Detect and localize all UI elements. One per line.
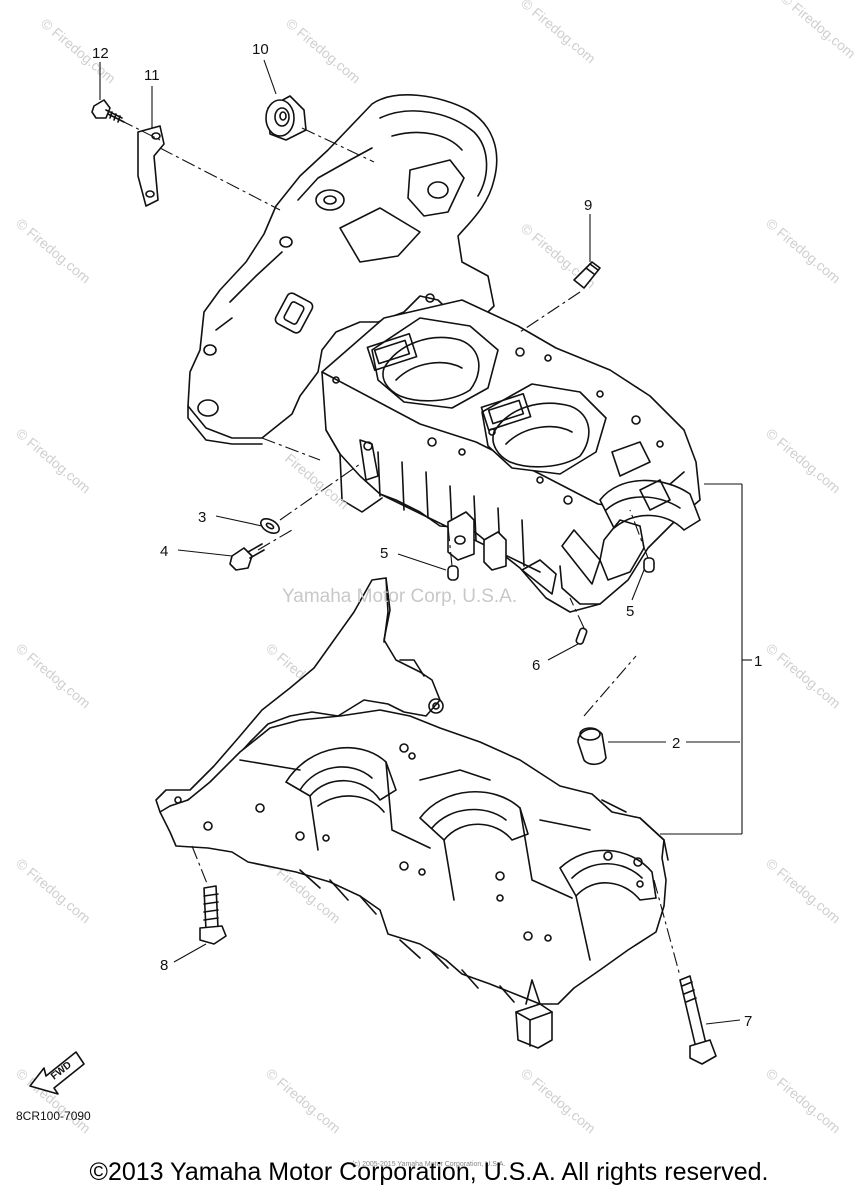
bolt-4 xyxy=(229,543,265,571)
diagram-code: 8CR100-7090 xyxy=(16,1109,91,1123)
watermark: © Firedog.com xyxy=(13,855,94,926)
part-label-11: 11 xyxy=(144,67,160,84)
bolt-12 xyxy=(91,99,125,123)
watermark: © Firedog.com xyxy=(283,15,364,86)
dowel-pin-5 xyxy=(643,557,655,573)
watermark: © Firedog.com xyxy=(13,425,94,496)
part-label-7: 9 xyxy=(584,197,592,214)
watermark: © Firedog.com xyxy=(13,215,94,286)
watermark: © Firedog.com xyxy=(263,1065,344,1136)
part-label-10: 10 xyxy=(252,41,269,58)
watermark: © Firedog.com xyxy=(763,425,844,496)
watermark-center: Yamaha Motor Corp, U.S.A. xyxy=(282,586,517,607)
bolt-9 xyxy=(199,885,227,945)
pin-6 xyxy=(575,627,588,645)
watermark: © Firedog.com xyxy=(763,855,844,926)
fwd-arrow-icon xyxy=(29,1051,85,1095)
watermark: © Firedog.com xyxy=(13,640,94,711)
tiny-copyright: (c) 2005-2015 Yamaha Motor Corporation, … xyxy=(352,1161,505,1168)
watermark: © Firedog.com xyxy=(518,1065,599,1136)
part-label-5: 5 xyxy=(380,545,388,562)
plug-2 xyxy=(577,727,607,766)
dowel-pin-5 xyxy=(447,565,459,581)
watermark: © Firedog.com xyxy=(778,0,858,61)
part-label-3: 3 xyxy=(198,509,206,526)
part-label-8: 7 xyxy=(744,1013,752,1030)
part-label-6: 6 xyxy=(532,657,540,674)
alignment-lines xyxy=(119,119,681,977)
watermark: © Firedog.com xyxy=(763,640,844,711)
watermark: © Firedog.com xyxy=(763,1065,844,1136)
part-labels: 12 11 10 9 3 4 5 5 6 2 1 8 7 xyxy=(92,41,762,1030)
part-label-2: 2 xyxy=(672,735,680,752)
lower-crankcase xyxy=(155,577,669,1049)
part-label-9: 8 xyxy=(160,957,168,974)
leader-lines xyxy=(99,59,752,1025)
part-label-1: 1 xyxy=(754,653,762,670)
bearing-10 xyxy=(265,95,307,141)
upper-crankcase xyxy=(187,94,701,613)
watermark: © Firedog.com xyxy=(518,0,599,66)
watermark: © Firedog.com xyxy=(763,215,844,286)
part-label-5: 5 xyxy=(626,603,634,620)
washer-3 xyxy=(260,517,280,535)
stud-7 xyxy=(573,261,601,289)
bracket-11 xyxy=(137,125,165,207)
bolt-8 xyxy=(679,975,717,1065)
part-label-12: 12 xyxy=(92,45,109,62)
part-label-4: 4 xyxy=(160,543,168,560)
copyright-notice: ©2013 Yamaha Motor Corporation, U.S.A. A… xyxy=(89,1158,769,1186)
